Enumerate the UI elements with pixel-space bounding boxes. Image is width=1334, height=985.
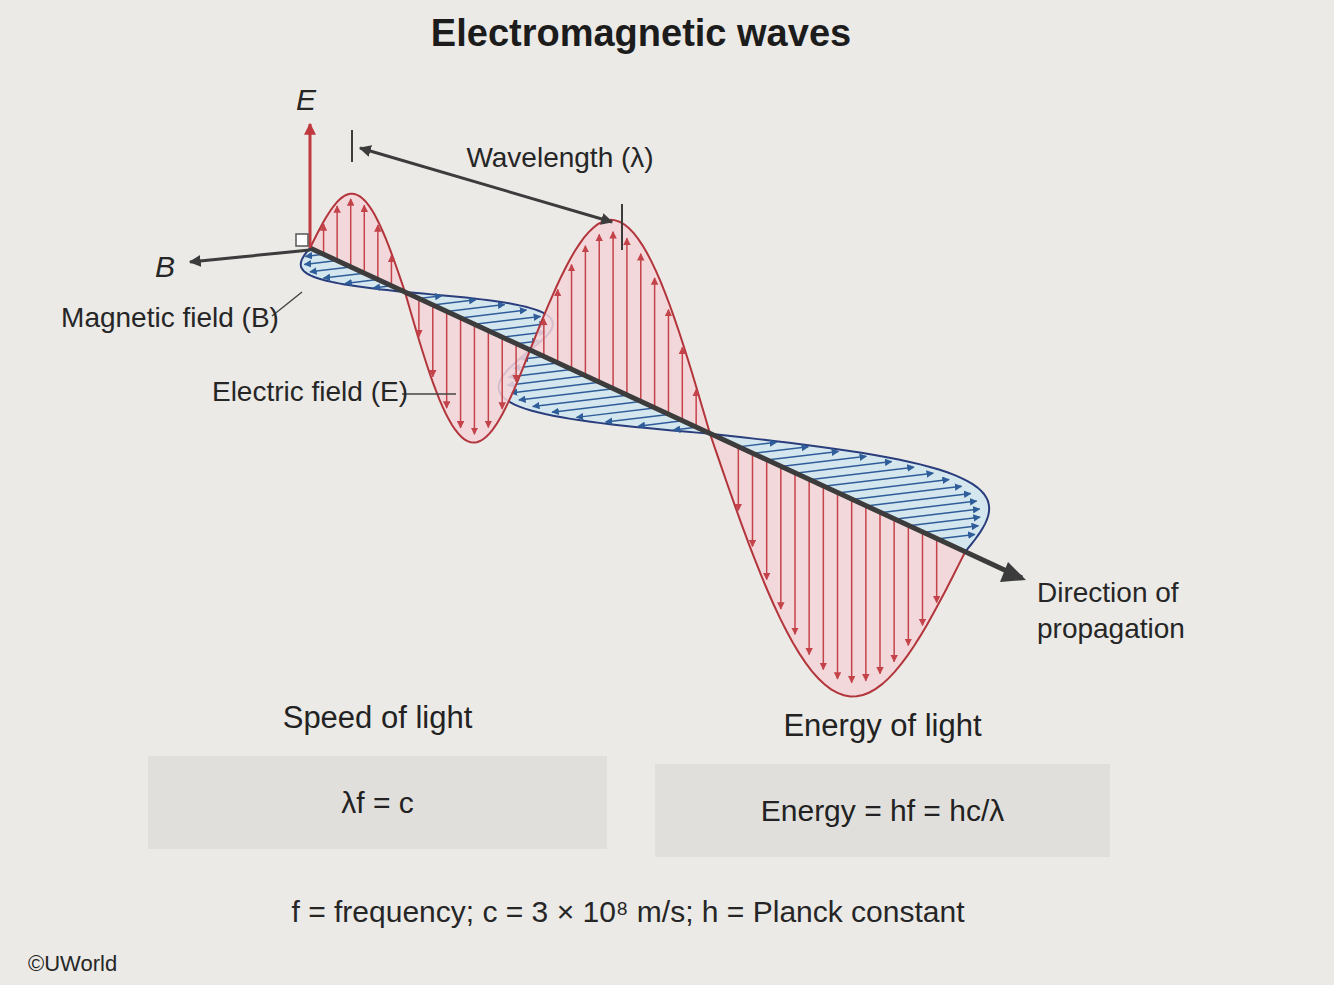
electric-field-vector: [808, 480, 810, 655]
axis-label: B: [155, 247, 175, 286]
panel-heading: Speed of light: [148, 700, 607, 736]
magnetic-field-vector: [753, 447, 809, 454]
electric-field-vector: [501, 337, 503, 409]
magnetic-field-vector: [577, 408, 655, 417]
electric-field-vector: [474, 324, 476, 434]
right-angle-mark: [296, 234, 308, 246]
leader-line: [402, 393, 456, 395]
footnote: f = frequency; c = 3 × 10⁸ m/s; h = Plan…: [291, 892, 964, 931]
magnetic-field-vector: [304, 261, 337, 265]
electric-field-vector: [738, 447, 740, 511]
field-label: Wavelength (λ): [466, 140, 653, 176]
magnetic-field-vector: [937, 534, 975, 539]
electric-field-vector: [626, 238, 628, 395]
electric-field-vector: [668, 310, 670, 415]
title: Electromagnetic waves: [431, 12, 851, 55]
electric-field-vector: [794, 473, 796, 634]
electric-field-vector: [364, 205, 366, 273]
electric-field-lobe: [530, 220, 710, 434]
electric-field-vector: [571, 265, 573, 370]
electric-field-vector: [879, 513, 881, 674]
electric-field-lobe: [405, 292, 530, 442]
electric-field-vector: [654, 278, 656, 408]
electric-field-vector: [936, 539, 938, 603]
magnetic-field-vector: [894, 509, 979, 519]
field-label: Direction of propagation: [1037, 575, 1227, 648]
magnetic-field-vector: [823, 473, 933, 486]
electric-field-vector: [557, 290, 559, 363]
propagation-axis: [310, 248, 1022, 578]
magnetic-field-vector: [638, 421, 682, 426]
magnetic-field-vector: [838, 480, 950, 493]
electric-field-lobe: [710, 434, 965, 697]
electric-field-vector: [893, 519, 895, 661]
wavelength-tick: [351, 130, 353, 162]
formula-panel: Energy of lightEnergy = hf = hc/λ: [655, 708, 1110, 857]
electric-field-vector: [418, 299, 420, 337]
panel-heading: Energy of light: [655, 708, 1110, 744]
electric-field-vector: [391, 256, 393, 286]
formula-panel: Speed of light λf = c: [148, 700, 607, 849]
electric-field-vector: [865, 506, 867, 681]
electric-field-vector: [460, 318, 462, 428]
electric-field-vector: [598, 234, 600, 382]
formula: Energy = hf = hc/λ: [761, 794, 1004, 828]
e-axis-arrow: [309, 124, 312, 248]
formula-box: λf = c: [148, 756, 607, 849]
electric-field-vector: [908, 526, 910, 646]
b-axis-arrow: [190, 250, 310, 262]
electric-field-vector: [695, 389, 697, 427]
electric-field-vector: [823, 486, 825, 669]
magnetic-field-vector: [908, 517, 980, 526]
magnetic-field-vector: [474, 316, 540, 324]
axis-arrowhead: [1000, 562, 1026, 582]
electric-field-vector: [837, 493, 839, 679]
field-label: Electric field (E): [210, 374, 410, 410]
electric-field-vector: [323, 224, 325, 254]
magnetic-field-vector: [310, 267, 351, 272]
magnetic-field-vector: [852, 486, 962, 499]
electric-field-vector: [640, 254, 642, 402]
magnetic-field-vector: [433, 300, 476, 305]
axis-label: E: [296, 80, 316, 119]
electric-field-lobe: [310, 194, 405, 292]
electric-field-vector: [488, 331, 490, 428]
electric-field-vector: [515, 344, 517, 382]
electric-field-vector: [780, 467, 782, 609]
magnetic-field-vector: [923, 526, 979, 533]
wavelength-tick: [621, 204, 623, 250]
electric-field-vector: [752, 453, 754, 546]
magnetic-field-vector: [461, 310, 527, 318]
electric-field-vector: [851, 499, 853, 682]
electric-field-vector: [350, 199, 352, 267]
magnetic-field-vector: [606, 414, 669, 422]
magnetic-field-vector: [767, 451, 839, 460]
magnetic-field-vector: [738, 442, 776, 447]
electric-field-vector: [612, 232, 614, 389]
formula-box: Energy = hf = hc/λ: [655, 764, 1110, 857]
formula: λf = c: [341, 786, 414, 820]
electric-field-vector: [432, 305, 434, 377]
magnetic-field-vector: [447, 304, 505, 311]
electric-field-vector: [682, 347, 684, 420]
electric-field-vector: [922, 532, 924, 625]
electric-field-vector: [766, 460, 768, 580]
electric-field-vector: [585, 246, 587, 376]
magnetic-field-vector: [345, 280, 378, 284]
wave-fields: [301, 194, 989, 697]
magnetic-field-vector: [781, 456, 866, 466]
field-label: Magnetic field (B): [55, 300, 285, 336]
watermark: ©UWorld: [28, 950, 117, 979]
electric-field-vector: [336, 206, 338, 261]
electric-field-vector: [377, 225, 379, 280]
electric-field-vector: [543, 319, 545, 357]
magnetic-field-vector: [323, 273, 364, 278]
